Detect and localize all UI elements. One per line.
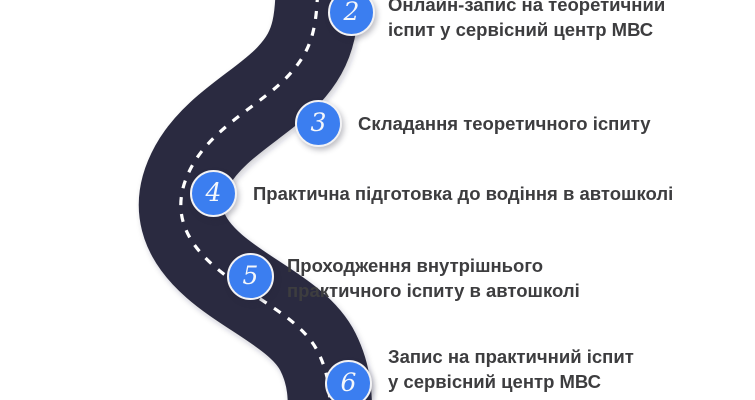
step-number-5: 5 [242, 261, 259, 290]
step-label-2-line-2: іспит у сервісний центр МВС [388, 19, 654, 40]
step-number-2: 2 [343, 0, 360, 26]
step-label-3-line-1: Складання теоретичного іспиту [358, 113, 651, 134]
step-label-6-line-1: Запис на практичний іспит [388, 346, 634, 367]
step-label-4: Практична підготовка до водіння в автошк… [253, 181, 673, 206]
step-badge-2[interactable]: 2 [328, 0, 375, 36]
step-label-6: Запис на практичний іспит у сервісний це… [388, 344, 634, 394]
step-badge-6[interactable]: 6 [325, 360, 372, 400]
step-badge-3[interactable]: 3 [295, 100, 342, 147]
step-label-2-line-1: Онлайн-запис на теоретичний [388, 0, 666, 15]
step-label-5-line-2: практичного іспиту в автошколі [287, 280, 580, 301]
step-badge-4[interactable]: 4 [190, 170, 237, 217]
step-label-6-line-2: у сервісний центр МВС [388, 371, 601, 392]
step-label-4-line-1: Практична підготовка до водіння в автошк… [253, 183, 674, 204]
step-number-4: 4 [205, 178, 222, 207]
step-badge-5[interactable]: 5 [227, 253, 274, 300]
step-label-2: Онлайн-запис на теоретичний іспит у серв… [388, 0, 665, 42]
step-number-3: 3 [310, 108, 327, 137]
step-label-5-line-1: Проходження внутрішнього [287, 255, 544, 276]
step-label-5: Проходження внутрішнього практичного ісп… [287, 253, 580, 303]
step-number-6: 6 [340, 368, 357, 397]
step-label-3: Складання теоретичного іспиту [358, 111, 651, 136]
